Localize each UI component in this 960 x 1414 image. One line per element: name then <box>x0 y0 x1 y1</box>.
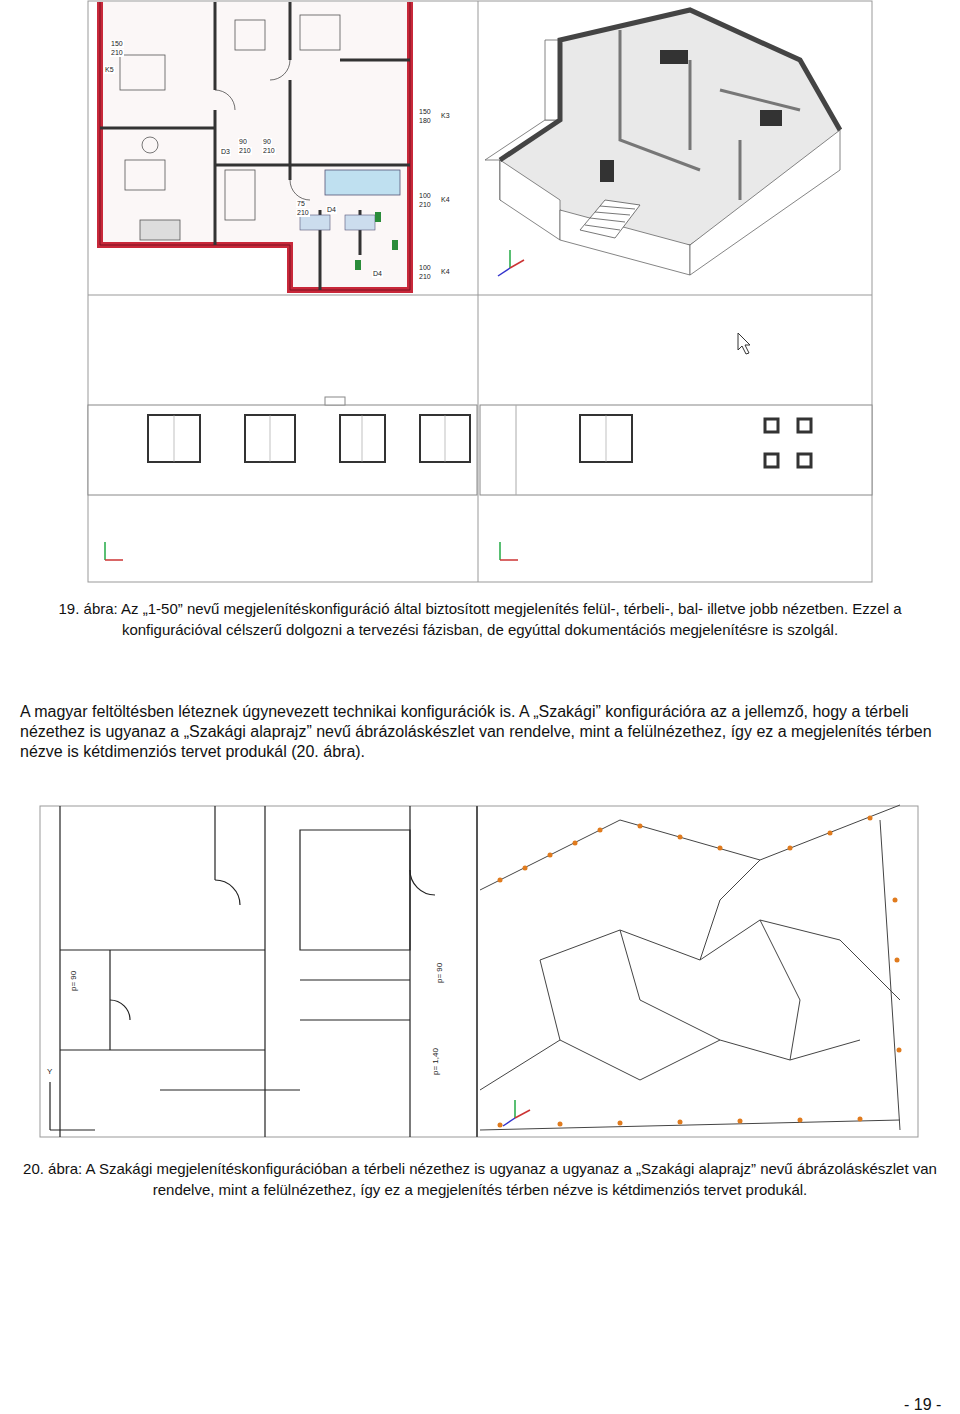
plan-label: D3 <box>220 148 231 156</box>
plan-label: 210 <box>262 147 276 155</box>
dimension-label: p= 1,40 <box>432 1047 440 1076</box>
plan-label: 90 <box>238 138 248 146</box>
page-number: - 19 - <box>904 1396 941 1414</box>
figure-20 <box>40 805 918 1137</box>
plan-label: 180 <box>418 117 432 125</box>
body-paragraph: A magyar feltöltésben léteznek úgyneveze… <box>20 702 955 762</box>
floor-plan <box>100 2 410 290</box>
left-elevation <box>88 397 477 560</box>
plan-label: 100 <box>418 192 432 200</box>
3d-view <box>485 10 840 276</box>
figure-caption: 19. ábra: Az „1-50” nevű megjelenítéskon… <box>20 598 940 640</box>
dimension-label: p= 90 <box>70 970 78 992</box>
plan-label: K5 <box>104 66 115 74</box>
plan-label: 90 <box>262 138 272 146</box>
right-elevation <box>480 333 872 560</box>
figure-caption: 20. ábra: A Szakági megjelenítéskonfigur… <box>15 1158 945 1200</box>
plan-label: D4 <box>372 270 383 278</box>
plan-label: 210 <box>296 209 310 217</box>
technical-plan <box>60 806 435 1137</box>
figure-19 <box>88 1 872 582</box>
plan-label: K3 <box>440 112 451 120</box>
plan-label: 150 <box>418 108 432 116</box>
plan-label: 150 <box>110 40 124 48</box>
technical-3d-plan <box>480 805 900 1130</box>
plan-label: 210 <box>418 201 432 209</box>
plan-label: 210 <box>238 147 252 155</box>
plan-label: 210 <box>418 273 432 281</box>
plan-label: 100 <box>418 264 432 272</box>
dimension-label: p= 90 <box>436 962 444 984</box>
plan-label: 75 <box>296 200 306 208</box>
plan-label: 210 <box>110 49 124 57</box>
plan-label: D4 <box>326 206 337 214</box>
plan-label: Y <box>46 1068 53 1076</box>
plan-label: K4 <box>440 268 451 276</box>
plan-label: K4 <box>440 196 451 204</box>
